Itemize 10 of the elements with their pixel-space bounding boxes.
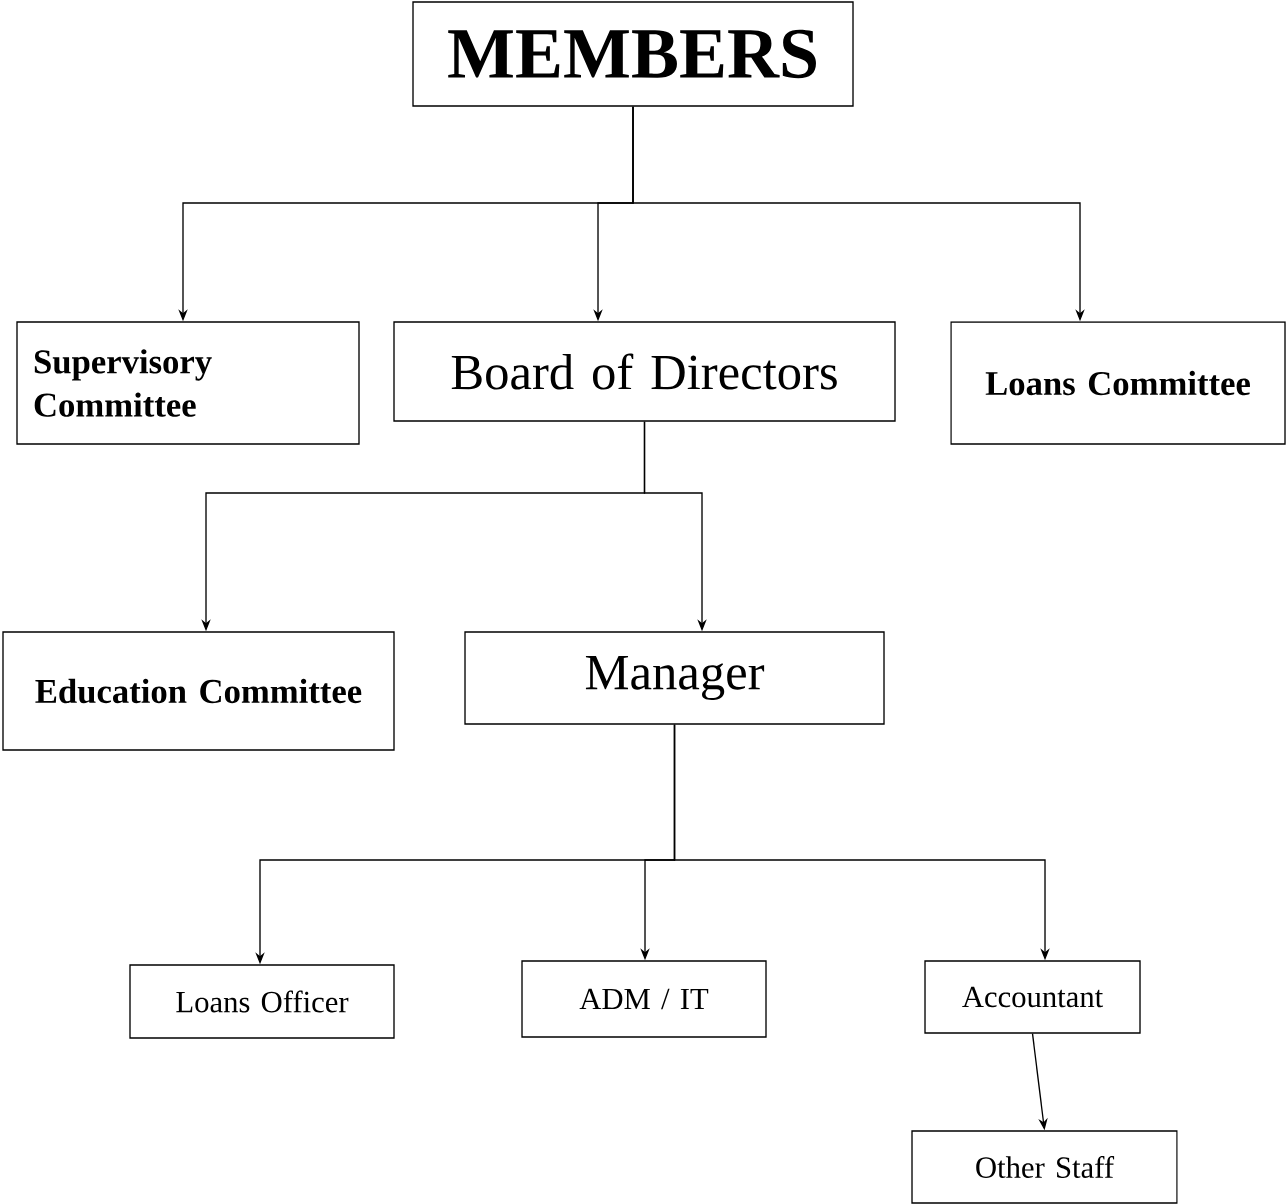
- staff-box: ADM / IT: [521, 960, 767, 1038]
- committee-box: Supervisory Committee: [16, 321, 360, 445]
- committee-box: Loans Committee: [950, 321, 1286, 445]
- manager-box: Manager: [464, 631, 885, 725]
- committee-box: Education Committee: [2, 631, 395, 751]
- staff-box: Accountant: [924, 960, 1141, 1034]
- staff-box: Other Staff: [911, 1130, 1178, 1204]
- title-box: MEMBERS: [412, 1, 854, 107]
- staff-box: Loans Officer: [129, 964, 395, 1039]
- board-box: Board of Directors: [393, 321, 896, 422]
